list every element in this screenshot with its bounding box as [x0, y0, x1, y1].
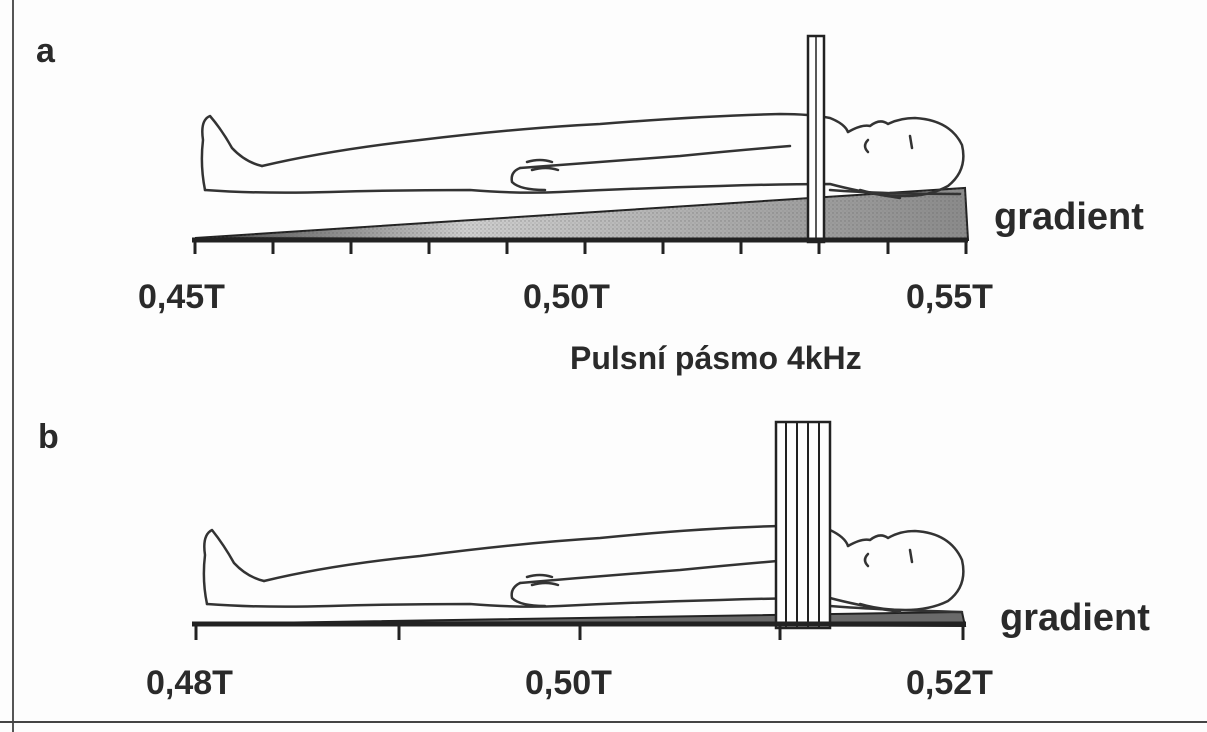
tick-label-a-right: 0,55T — [906, 278, 993, 317]
patient-figure-b — [204, 526, 964, 612]
tick-label-b-left: 0,48T — [146, 664, 233, 703]
panel-b-letter: b — [38, 418, 59, 457]
tick-label-a-left: 0,45T — [138, 278, 225, 317]
panel-a-letter: a — [36, 32, 55, 71]
patient-figure-a — [202, 114, 964, 198]
rf-slice-b — [776, 422, 830, 628]
tick-label-b-right: 0,52T — [906, 664, 993, 703]
rf-slice-a — [808, 36, 824, 242]
gradient-label-b: gradient — [1000, 597, 1150, 640]
pulse-band-label: Pulsní pásmo 4kHz — [570, 340, 862, 377]
gradient-label-a: gradient — [994, 196, 1144, 239]
panel-b — [192, 422, 966, 640]
tick-label-a-mid: 0,50T — [523, 278, 610, 317]
tick-label-b-mid: 0,50T — [525, 664, 612, 703]
panel-a — [192, 36, 968, 254]
